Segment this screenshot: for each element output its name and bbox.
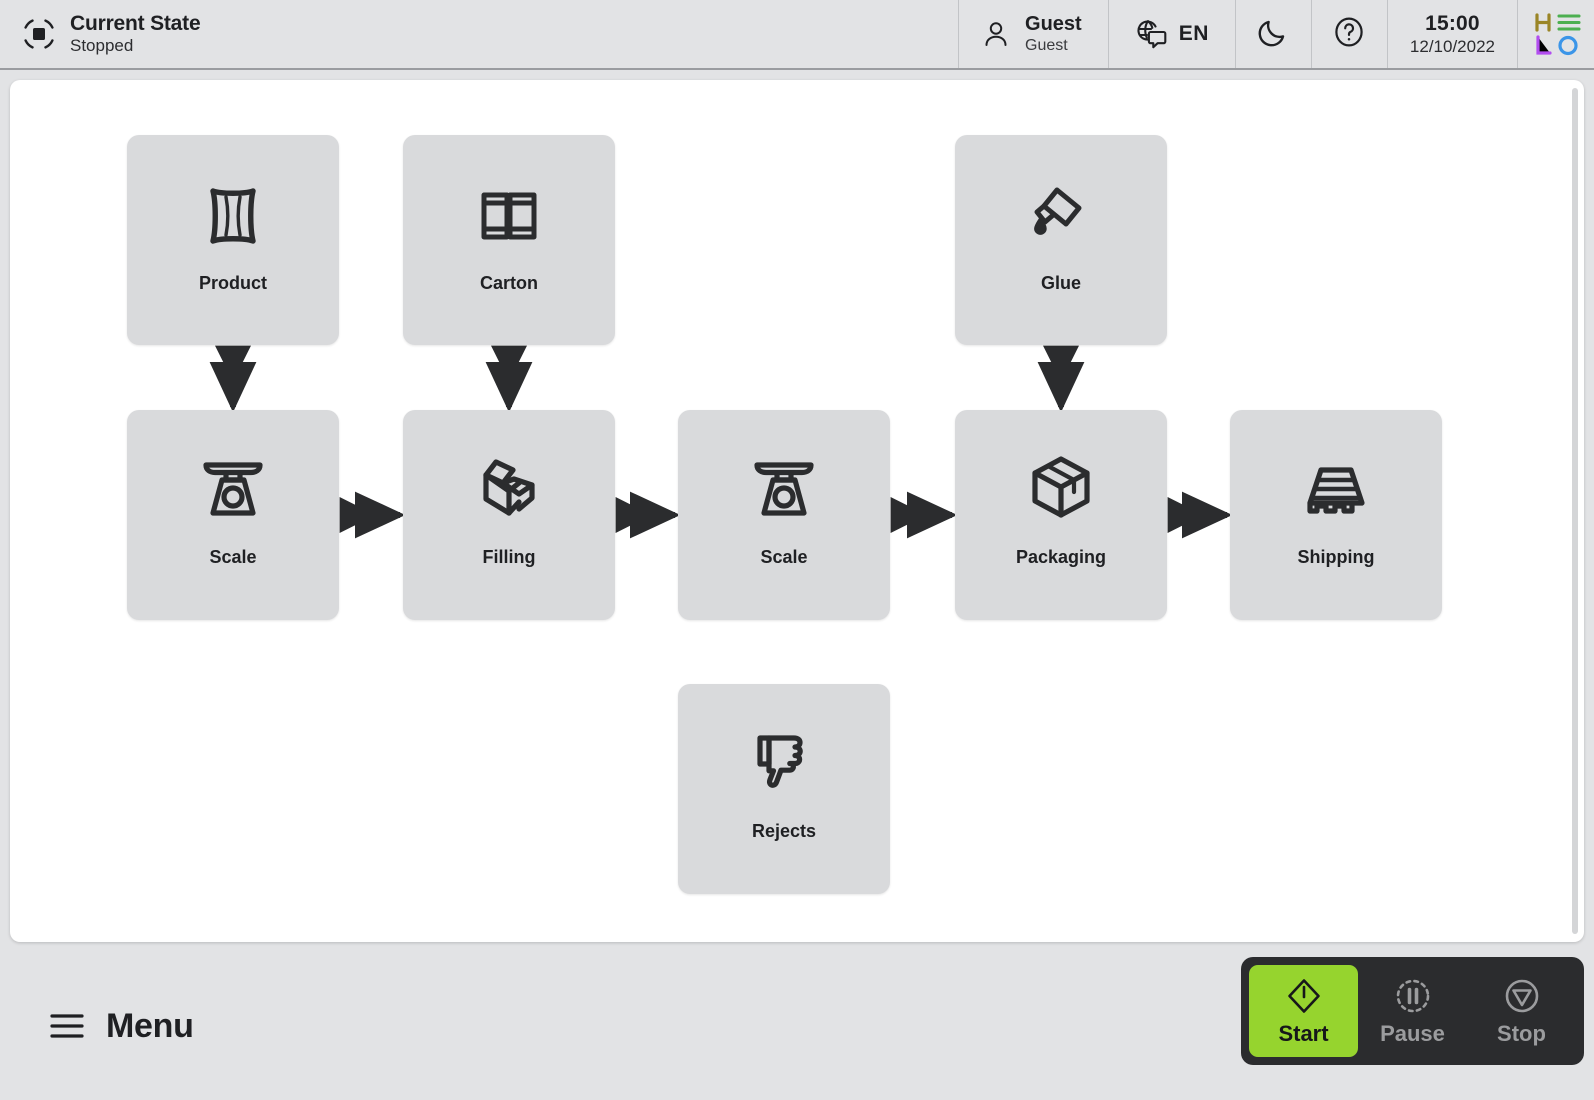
- flow-node-scale-1[interactable]: Scale: [127, 410, 339, 620]
- flow-node-label: Scale: [760, 547, 808, 567]
- closed-box-icon: [955, 450, 1167, 524]
- stop-label: Stop: [1497, 1021, 1546, 1046]
- flow-node-label: Shipping: [1297, 547, 1375, 567]
- pillow-pack-icon: [127, 179, 339, 253]
- current-state-value: Stopped: [70, 36, 134, 56]
- flow-node-product[interactable]: Product: [127, 135, 339, 345]
- flow-edges: [209, 345, 1233, 539]
- clock-time: 15:00: [1425, 11, 1480, 35]
- start-diamond-icon: [1283, 975, 1325, 1017]
- pause-button[interactable]: Pause: [1358, 965, 1467, 1057]
- hamburger-icon: [50, 1013, 84, 1039]
- header-spacer: [220, 0, 958, 68]
- flow-node-label: Scale: [209, 547, 257, 567]
- scale-icon: [678, 450, 890, 524]
- carton-blank-icon: [403, 179, 615, 253]
- flow-node-label: Rejects: [751, 821, 817, 841]
- bottom-bar: Menu Start Pause: [0, 952, 1594, 1100]
- scrollbar-thumb[interactable]: [1572, 88, 1578, 934]
- moon-icon: [1256, 15, 1290, 54]
- pause-label: Pause: [1380, 1021, 1445, 1046]
- help-button[interactable]: [1310, 0, 1387, 68]
- user-role: Guest: [1025, 37, 1068, 55]
- menu-label: Menu: [106, 1006, 194, 1045]
- menu-button[interactable]: Menu: [50, 1007, 194, 1046]
- language-code: EN: [1178, 22, 1209, 45]
- user-icon: [981, 19, 1011, 49]
- current-state-title: Current State: [70, 11, 201, 35]
- flow-node-shipping[interactable]: Shipping: [1230, 410, 1442, 620]
- brand-logo-button[interactable]: [1517, 0, 1594, 68]
- logo-letter-o-icon: [1558, 35, 1578, 56]
- top-header-bar: Current State Stopped Guest Guest: [0, 0, 1594, 70]
- flow-node-filling[interactable]: Filling: [403, 410, 615, 620]
- flow-node-carton[interactable]: Carton: [403, 135, 615, 345]
- flow-node-glue[interactable]: Glue: [955, 135, 1167, 345]
- content-area: Product Carton: [0, 70, 1594, 952]
- stop-button[interactable]: Stop: [1467, 965, 1576, 1057]
- vertical-scrollbar[interactable]: [1572, 88, 1578, 934]
- hello-logo: [1532, 11, 1582, 57]
- current-state-indicator[interactable]: Current State Stopped: [0, 0, 220, 68]
- clock-display: 15:00 12/10/2022: [1386, 0, 1517, 68]
- flow-node-rejects[interactable]: Rejects: [678, 684, 890, 894]
- logo-letter-e-icon: [1557, 14, 1581, 31]
- machine-controls-group: Start Pause Stop: [1241, 957, 1584, 1065]
- flow-node-scale-2[interactable]: Scale: [678, 410, 890, 620]
- flow-node-label: Product: [198, 273, 267, 293]
- clock-date: 12/10/2022: [1409, 36, 1495, 56]
- flow-node-label: Packaging: [1015, 547, 1107, 567]
- open-box-icon: [403, 450, 615, 524]
- thumbs-down-icon: [678, 724, 890, 798]
- flow-node-packaging[interactable]: Packaging: [955, 410, 1167, 620]
- pallet-icon: [1230, 450, 1442, 524]
- language-selector-button[interactable]: EN: [1107, 0, 1235, 68]
- logo-letter-l-icon: [1536, 35, 1552, 55]
- globe-chat-icon: [1135, 18, 1167, 50]
- flow-node-label: Glue: [1040, 273, 1081, 293]
- user-name: Guest: [1025, 13, 1082, 36]
- flow-node-label: Filling: [482, 547, 536, 567]
- flow-canvas: Product Carton: [10, 80, 1584, 942]
- stop-triangle-icon: [1501, 975, 1543, 1017]
- start-button[interactable]: Start: [1249, 965, 1358, 1057]
- theme-toggle-button[interactable]: [1234, 0, 1311, 68]
- logo-letter-h-icon: [1535, 13, 1551, 32]
- pause-dashed-icon: [1392, 975, 1434, 1017]
- flow-node-label: Carton: [480, 273, 538, 293]
- question-circle-icon: [1332, 15, 1366, 54]
- process-flow-card: Product Carton: [10, 80, 1584, 942]
- start-label: Start: [1278, 1021, 1329, 1046]
- user-account-button[interactable]: Guest Guest: [958, 0, 1108, 68]
- scale-icon: [127, 450, 339, 524]
- stopped-state-icon: [22, 17, 56, 51]
- glue-bottle-icon: [955, 179, 1167, 253]
